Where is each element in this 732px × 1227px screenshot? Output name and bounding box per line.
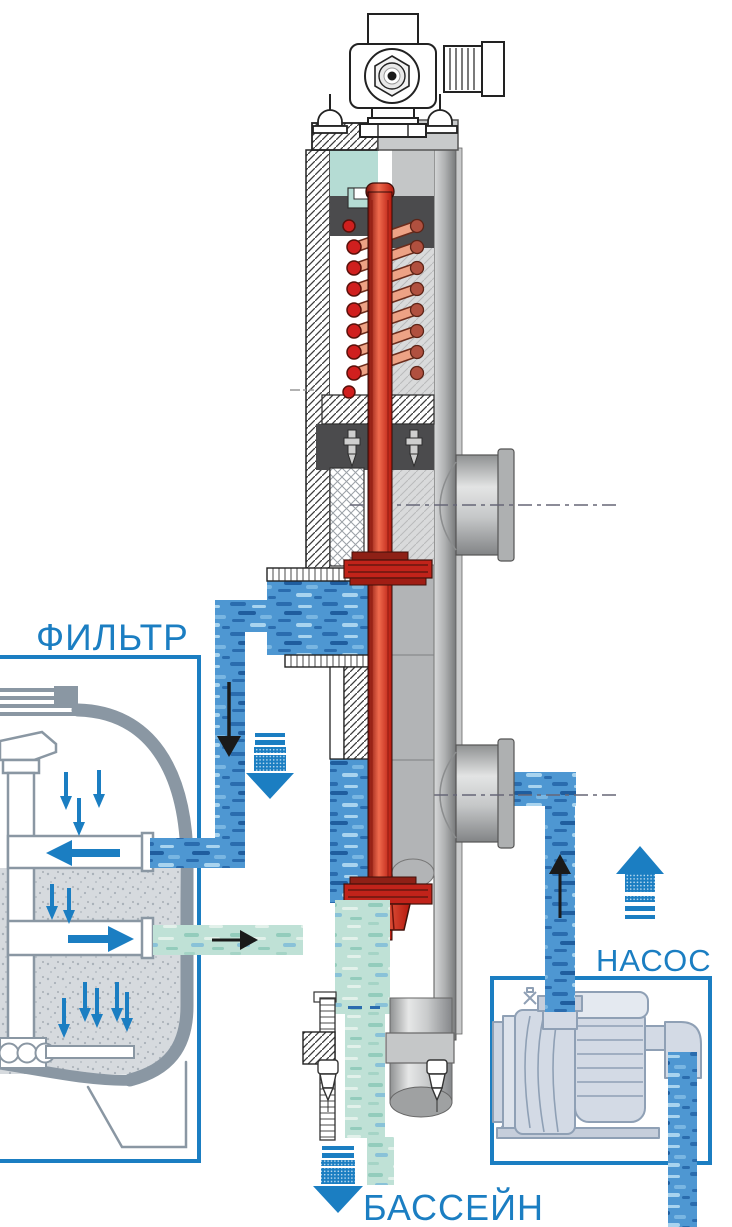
striped-arrow-down-filter xyxy=(246,733,294,799)
sand-bed xyxy=(0,868,182,1074)
pool-label: БАССЕЙН xyxy=(363,1186,544,1227)
pump-outlet-neck xyxy=(542,1010,578,1030)
filter-box-border xyxy=(0,655,201,1163)
striped-arrow-down-pool xyxy=(313,1146,363,1213)
actuator-nut-base xyxy=(359,123,427,138)
lower-right-port xyxy=(439,738,515,849)
pump-flange-plate xyxy=(502,1015,516,1129)
cap-bolts xyxy=(312,94,458,134)
filter-flow-arrows xyxy=(50,770,129,1024)
striped-arrow-up-pump xyxy=(616,846,664,919)
upper-seal-disc xyxy=(343,551,433,586)
pump-illustration xyxy=(492,987,702,1139)
black-arrow-right-teal-channel xyxy=(212,930,258,950)
left-port-flange-bottom xyxy=(284,654,376,668)
valve-left-wall xyxy=(305,149,331,571)
filter-label: ФИЛЬТР xyxy=(36,617,189,658)
spring-coil-sections-right xyxy=(409,218,425,381)
pump-motor xyxy=(574,1005,646,1123)
filter-flow-arrowheads xyxy=(46,794,133,1038)
pump-inlet-stub xyxy=(644,1025,666,1051)
filter-tank xyxy=(0,686,194,1149)
bottom-laterals xyxy=(0,1037,135,1069)
mesh-section xyxy=(329,467,365,567)
valve-right-wall xyxy=(433,139,457,1041)
lower-pipe-arrow-right xyxy=(68,926,134,952)
guide-pins xyxy=(343,429,423,468)
standpipe xyxy=(6,771,36,1045)
valve-right-outer-line xyxy=(455,147,463,1035)
spring-coil-sections-left xyxy=(342,219,362,399)
black-arrow-down-left-channel xyxy=(217,682,241,757)
upper-pipe-arrow-left xyxy=(46,840,120,866)
diffuser xyxy=(0,730,58,762)
bottom-flange-right xyxy=(385,1032,455,1064)
valve-bottom-water xyxy=(335,900,394,1185)
valve-plug xyxy=(391,564,435,888)
channel-pool-to-pump xyxy=(668,1052,697,1227)
standpipe-collar xyxy=(1,758,41,775)
bottom-bolts xyxy=(317,1059,448,1112)
actuator xyxy=(349,13,505,138)
bottom-flange-hatch xyxy=(302,1031,336,1065)
pump-base xyxy=(496,1127,660,1139)
valve-assembly xyxy=(266,13,620,1185)
pump-label: НАСОС xyxy=(596,943,712,978)
pump-vent-valve xyxy=(523,987,537,1005)
filter-box xyxy=(0,655,201,1163)
pump-flange-plate xyxy=(492,1021,504,1123)
tank-top-inlet xyxy=(0,686,80,716)
tank-stand xyxy=(86,1060,188,1149)
black-arrow-up-right-channel xyxy=(549,854,571,918)
left-flange-column xyxy=(329,666,345,760)
